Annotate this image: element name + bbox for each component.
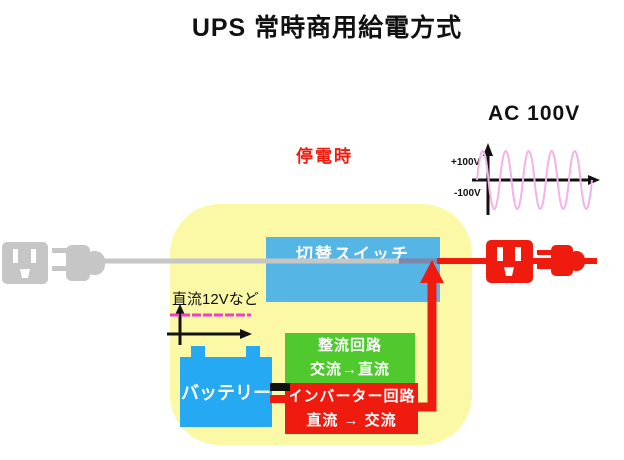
battery-label: バッテリー [181, 383, 271, 403]
red-plug-prong-top [537, 250, 552, 255]
battery-terminal-right [246, 346, 260, 358]
dc-12v-label: 直流12Vなど [172, 291, 259, 308]
ac-sine-wave [476, 150, 593, 210]
transfer-switch-box: 切替スイッチ [266, 237, 440, 302]
plug-body [66, 245, 90, 281]
ac-voltage-label: AC 100V [488, 102, 581, 125]
inverter-label-line2: 直流 → 交流 [306, 411, 397, 429]
red-outlet-ground-hole [504, 267, 514, 276]
plug-nose [84, 251, 105, 275]
ups-output-outlet [486, 240, 533, 283]
red-plug-body [551, 245, 573, 276]
ac-waveform-graph [472, 143, 600, 215]
rectifier-label-line1: 整流回路 [317, 337, 382, 354]
battery-terminal-left [191, 346, 205, 358]
diagram-title: UPS 常時商用給電方式 [191, 14, 463, 42]
wall-outlet-icon [2, 242, 48, 284]
plug-prong-bottom [52, 266, 68, 271]
outlet-slot-right [31, 249, 36, 263]
ac-input-plug [52, 245, 105, 281]
red-outlet-slot-right [515, 247, 521, 261]
ac-graph-x-arrow-icon [588, 175, 600, 185]
battery-box: バッテリー [180, 357, 272, 427]
rectifier-label-line2: 交流→直流 [309, 361, 390, 378]
plug-prong-top [52, 248, 68, 253]
red-outlet-icon [486, 240, 533, 283]
outlet-slot-left [13, 249, 18, 263]
ac-plus100v-label: +100V [451, 157, 481, 168]
red-plug-nose [568, 251, 585, 271]
red-plug-prong-bottom [537, 264, 552, 269]
outlet-ground-hole [20, 269, 30, 278]
inverter-label-line1: インバーター回路 [287, 387, 416, 405]
ac-minus100v-label: -100V [454, 188, 481, 199]
power-outage-label: 停電時 [296, 147, 353, 166]
rectifier-box: 整流回路 交流→直流 [285, 333, 415, 383]
ac-wall-outlet [2, 242, 48, 284]
transfer-switch-label: 切替スイッチ [296, 245, 410, 264]
ac-graph-y-arrow-icon [483, 143, 493, 156]
red-outlet-slot-left [497, 247, 503, 261]
protected-load-plug [537, 245, 585, 276]
inverter-box: インバーター回路 直流 → 交流 [285, 383, 418, 434]
